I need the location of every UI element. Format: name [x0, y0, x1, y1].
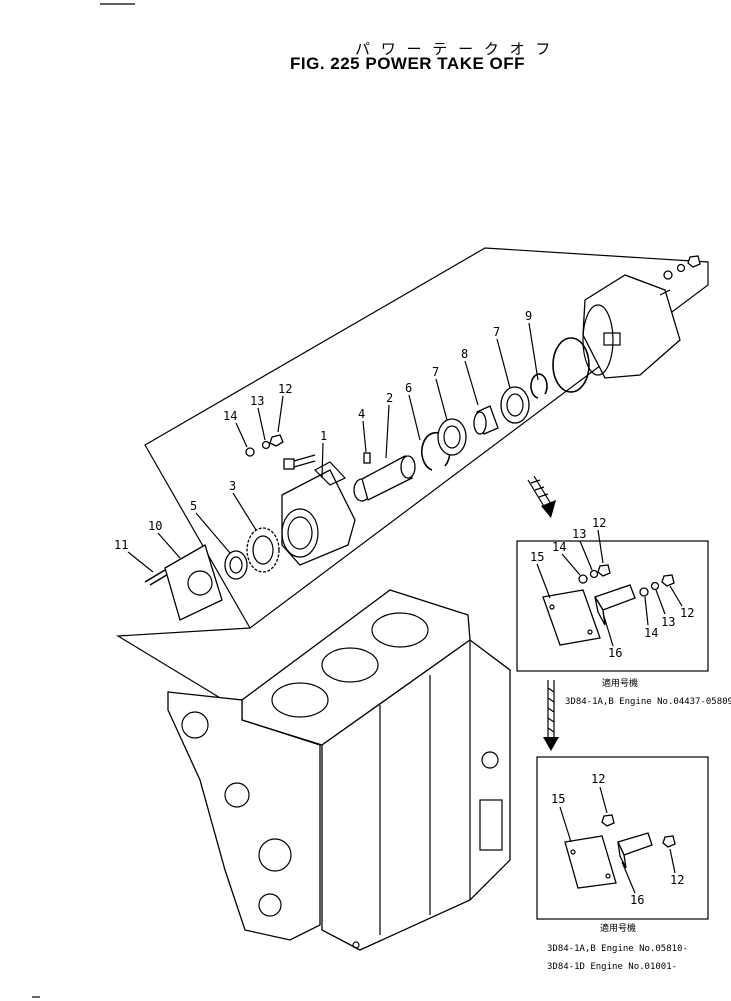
inset-1-callout-12: 12	[592, 516, 606, 530]
part-1-housing	[281, 461, 356, 566]
part-7-bearing-front	[437, 418, 467, 456]
inset-1-lockwasher	[589, 569, 599, 579]
inset-1-callout-14: 14	[552, 540, 566, 554]
callout-3: 3	[229, 479, 236, 493]
inset-1-callout-15: 15	[530, 550, 544, 564]
inset-1-callout-13b: 13	[661, 615, 675, 629]
part-2-shaft	[353, 455, 416, 502]
part-13-lockwasher	[261, 440, 271, 450]
inset-1-engine-range: 3D84-1A,B Engine No.04437-05809	[565, 697, 731, 707]
inset-2-engine-range-2: 3D84-1D Engine No.01001-	[547, 962, 677, 972]
inset-1-callout-12b: 12	[680, 606, 694, 620]
inset-1-callout-16: 16	[608, 646, 622, 660]
part-12-nut	[269, 434, 284, 447]
part-4-pin	[363, 452, 371, 464]
callout-7b: 7	[493, 325, 500, 339]
part-14-washer	[245, 447, 255, 457]
part-5-bearing	[224, 550, 248, 580]
inset-2-callout-15: 15	[551, 792, 565, 806]
frame-leader	[116, 627, 251, 714]
inset-1-washer	[578, 574, 588, 584]
callout-2: 2	[386, 391, 393, 405]
figure-title-japanese: パ ワ ー テ ー ク オ フ	[355, 40, 554, 58]
callout-1: 1	[320, 429, 327, 443]
part-10-gasket	[164, 544, 223, 621]
inset-2-callout-12b: 12	[670, 873, 684, 887]
callout-7a: 7	[432, 365, 439, 379]
callout-13: 13	[250, 394, 264, 408]
housing-bolt	[283, 454, 316, 470]
callout-6: 6	[405, 381, 412, 395]
inset-2-callout-12: 12	[591, 772, 605, 786]
pump-nut	[687, 255, 701, 268]
inset-2-applicability-jp: 適用号機	[600, 922, 636, 934]
inset-1-nut-b	[661, 574, 675, 587]
inset-1-applicability-jp: 適用号機	[602, 677, 638, 689]
inset-1-callout-13: 13	[572, 527, 586, 541]
arrow-to-inset-1	[527, 475, 556, 518]
inset-2-nut-b	[662, 835, 676, 848]
inset-2-bracket	[617, 832, 653, 869]
callout-9: 9	[525, 309, 532, 323]
callout-10: 10	[148, 519, 162, 533]
inset-2-engine-range-1: 3D84-1A,B Engine No.05810-	[547, 944, 688, 954]
callout-14: 14	[223, 409, 237, 423]
inset-2-frame	[536, 756, 709, 920]
part-9-snap-ring	[530, 373, 548, 399]
part-3-gear	[246, 527, 280, 573]
inset-2-callout-16: 16	[630, 893, 644, 907]
inset-1-washer-b	[639, 587, 649, 597]
inset-1-bracket	[594, 584, 636, 626]
inset-1-callout-14b: 14	[644, 626, 658, 640]
part-7-bearing-rear	[500, 386, 530, 424]
engine-block	[167, 589, 511, 951]
figure-title: FIG. 225 POWER TAKE OFF	[290, 54, 526, 73]
pump-lockwasher	[676, 263, 686, 273]
mating-pump-body	[582, 274, 681, 379]
inset-2-cover-plate	[564, 835, 617, 889]
inset-1-cover-plate	[542, 589, 601, 646]
inset-1-lockwasher-b	[650, 581, 660, 591]
arrow-to-inset-2	[543, 680, 559, 751]
callout-4: 4	[358, 407, 365, 421]
inset-2-nut	[601, 814, 615, 827]
callout-11: 11	[114, 538, 128, 552]
callout-5: 5	[190, 499, 197, 513]
pump-washer	[663, 270, 673, 280]
callout-8: 8	[461, 347, 468, 361]
inset-1-frame	[516, 540, 709, 672]
exploded-view-frame	[144, 247, 709, 629]
callout-12: 12	[278, 382, 292, 396]
o-ring	[552, 337, 590, 393]
part-8-spacer	[473, 405, 499, 435]
inset-1-nut	[597, 564, 611, 577]
